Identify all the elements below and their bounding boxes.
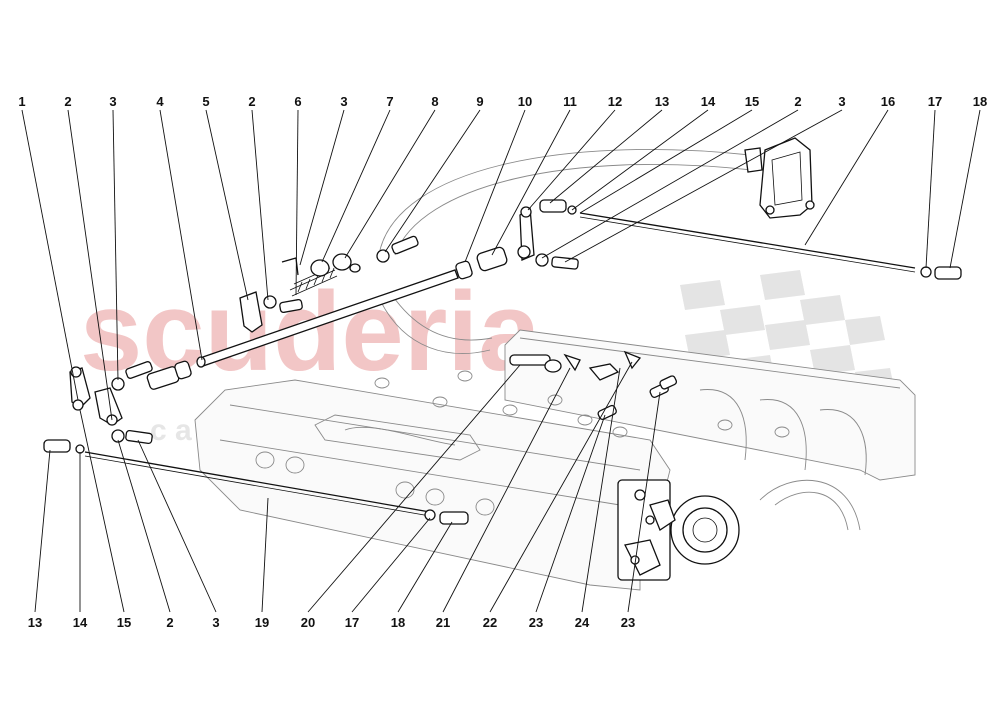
return-spring bbox=[297, 267, 335, 293]
callout-number: 1 bbox=[18, 94, 25, 109]
callout-number: 6 bbox=[294, 94, 301, 109]
callout-number: 7 bbox=[386, 94, 393, 109]
throttle-rod-lower bbox=[84, 451, 431, 513]
mounting-bracket bbox=[744, 137, 815, 219]
callout-number: 21 bbox=[436, 615, 450, 630]
callout-number: 10 bbox=[518, 94, 532, 109]
callout-number: 15 bbox=[745, 94, 759, 109]
callout-number: 16 bbox=[881, 94, 895, 109]
callout-number: 2 bbox=[166, 615, 173, 630]
callout-number: 3 bbox=[340, 94, 347, 109]
callout-number: 19 bbox=[255, 615, 269, 630]
callout-number: 17 bbox=[928, 94, 942, 109]
callout-number: 3 bbox=[838, 94, 845, 109]
callout-number: 23 bbox=[529, 615, 543, 630]
callout-number: 18 bbox=[391, 615, 405, 630]
leader-lines-bottom bbox=[34, 361, 661, 613]
callout-number: 8 bbox=[431, 94, 438, 109]
callout-number: 18 bbox=[973, 94, 987, 109]
callout-number: 5 bbox=[202, 94, 209, 109]
callout-number: 4 bbox=[156, 94, 164, 109]
callout-number: 14 bbox=[701, 94, 716, 109]
callout-number: 9 bbox=[476, 94, 483, 109]
callout-number: 24 bbox=[575, 615, 590, 630]
callout-number: 3 bbox=[109, 94, 116, 109]
callout-number: 11 bbox=[563, 94, 577, 109]
callouts-top: 1 2 3 4 5 2 6 3 7 8 9 10 11 12 13 14 15 … bbox=[18, 94, 987, 109]
callout-number: 14 bbox=[73, 615, 88, 630]
callout-number: 22 bbox=[483, 615, 497, 630]
callout-number: 15 bbox=[117, 615, 131, 630]
callout-number: 20 bbox=[301, 615, 315, 630]
callouts-bottom: 13 14 15 2 3 19 20 17 18 21 22 23 24 23 bbox=[28, 615, 635, 630]
callout-number: 23 bbox=[621, 615, 635, 630]
callout-number: 17 bbox=[345, 615, 359, 630]
callout-number: 3 bbox=[212, 615, 219, 630]
callout-number: 13 bbox=[28, 615, 42, 630]
callout-number: 12 bbox=[608, 94, 622, 109]
callout-number: 13 bbox=[655, 94, 669, 109]
callout-number: 2 bbox=[794, 94, 801, 109]
callout-number: 2 bbox=[248, 94, 255, 109]
callout-number: 2 bbox=[64, 94, 71, 109]
leader-lines-top bbox=[21, 109, 981, 421]
throttle-body bbox=[617, 479, 740, 581]
linkage-parts bbox=[43, 199, 962, 525]
throttle-rod-upper bbox=[579, 212, 916, 269]
lever-center bbox=[239, 291, 263, 333]
